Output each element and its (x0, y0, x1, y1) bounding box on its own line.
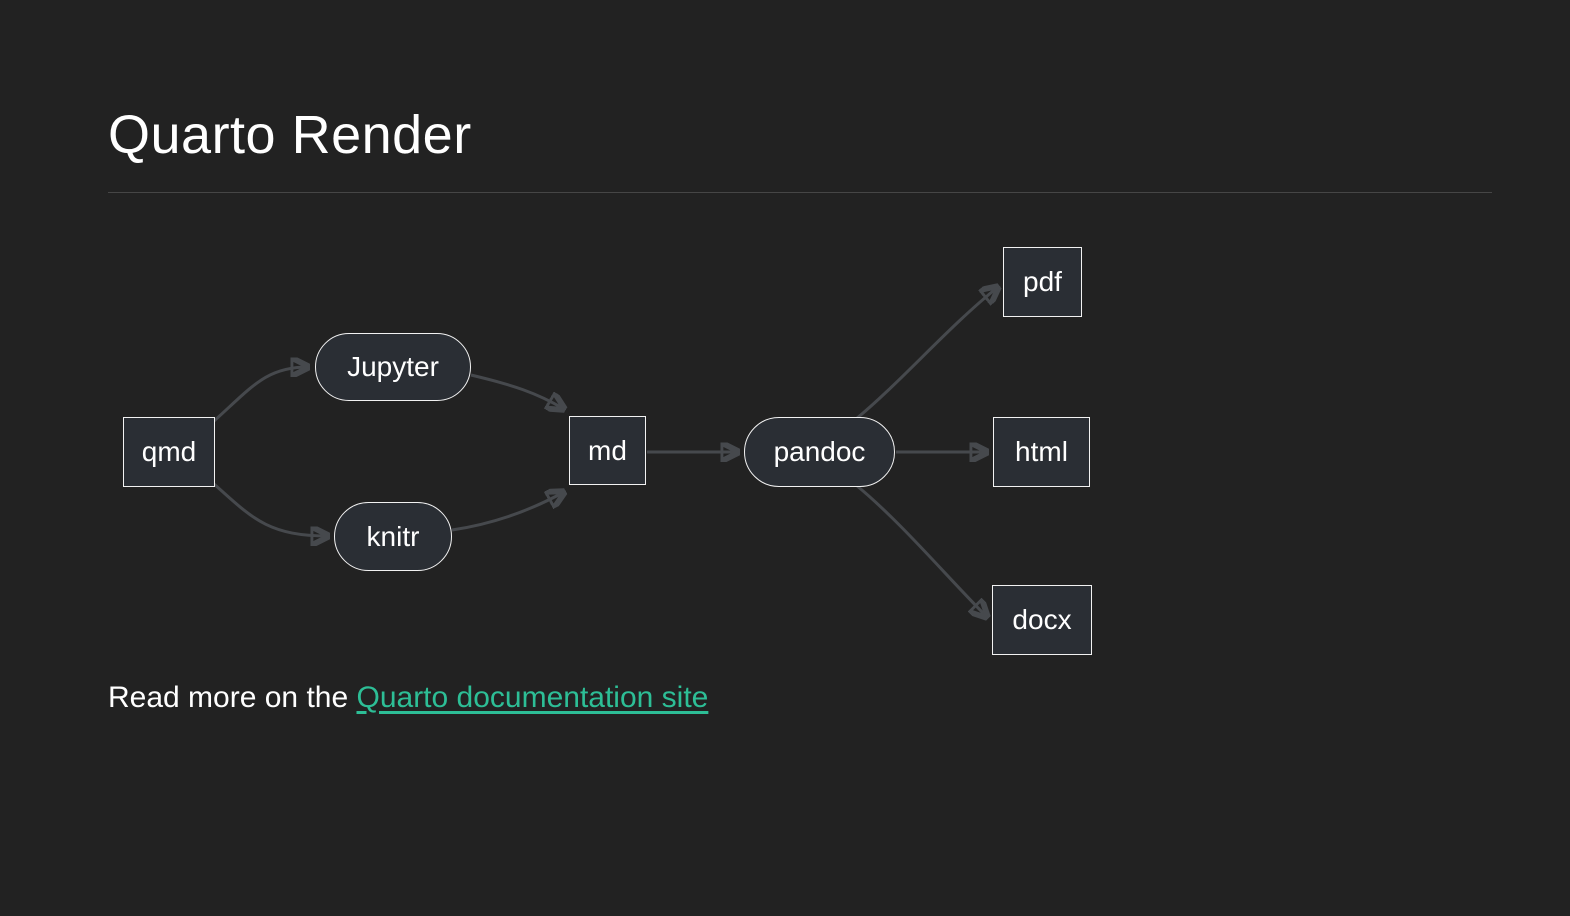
node-jupyter-label: Jupyter (347, 351, 439, 382)
node-html: html (993, 417, 1090, 487)
node-html-label: html (1015, 436, 1068, 467)
node-knitr: knitr (334, 502, 452, 571)
edge-knitr-md (451, 492, 564, 532)
node-docx: docx (992, 585, 1092, 655)
node-pandoc: pandoc (744, 417, 895, 487)
node-pdf-label: pdf (1023, 266, 1062, 297)
edge-qmd-knitr (212, 482, 328, 536)
node-qmd: qmd (123, 417, 215, 487)
node-pandoc-label: pandoc (773, 436, 866, 467)
node-qmd-label: qmd (141, 436, 197, 467)
node-knitr-label: knitr (366, 520, 420, 552)
read-more-paragraph: Read more on the Quarto documentation si… (108, 681, 708, 715)
node-md: md (569, 416, 646, 485)
edge-pandoc-pdf (855, 287, 998, 421)
edge-qmd-jupyter (212, 367, 308, 423)
quarto-documentation-link[interactable]: Quarto documentation site (356, 681, 709, 714)
title-divider (108, 192, 1492, 193)
node-docx-label: docx (1012, 604, 1072, 635)
page-title: Quarto Render (108, 105, 472, 165)
edge-pandoc-docx (855, 483, 987, 617)
node-jupyter: Jupyter (315, 333, 471, 401)
node-md-label: md (588, 434, 627, 466)
node-pdf: pdf (1003, 247, 1082, 317)
edge-jupyter-md (470, 373, 564, 409)
read-more-text: Read more on the (108, 681, 357, 714)
